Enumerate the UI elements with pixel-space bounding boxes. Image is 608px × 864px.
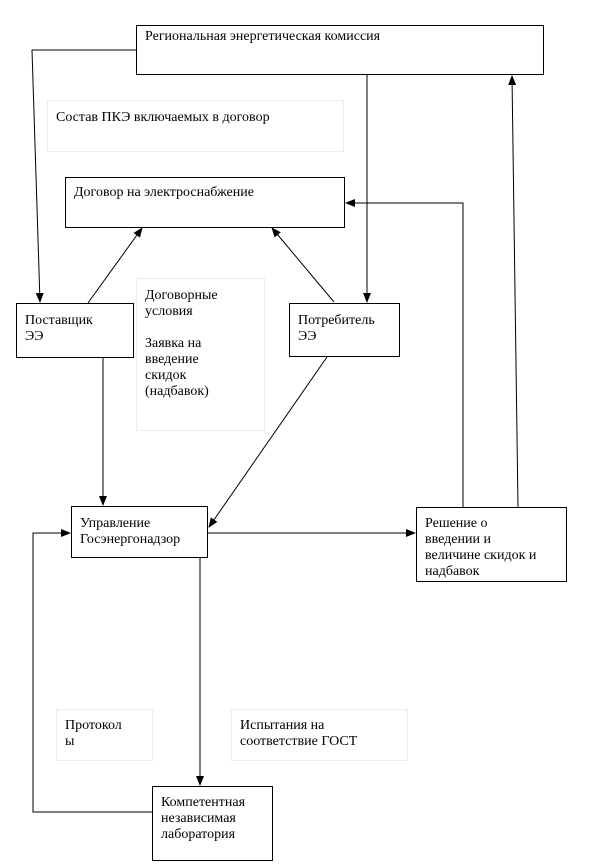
arrow-decision-to-contract <box>345 199 464 508</box>
supplier-box: Поставщик ЭЭ <box>16 303 134 358</box>
arrow-decision-to-rek <box>508 75 519 509</box>
contract-terms-note: Договорные условия Заявка на введение ск… <box>136 278 265 431</box>
arrow-lab-to-gosenergonadzor <box>32 529 152 813</box>
protocols-note: Протокол ы <box>56 709 153 761</box>
rek-box: Региональная энергетическая комиссия <box>136 25 544 75</box>
lab-box: Компетентная независимая лаборатория <box>152 786 273 861</box>
decision-box: Решение о введении и величине скидок и н… <box>416 507 567 582</box>
arrow-consumer-to-gosenergonadzor <box>208 356 328 528</box>
gost-note: Испытания на соответствие ГОСТ <box>231 709 408 761</box>
gosenergonadzor-box: Управление Госэнергонадзор <box>71 506 208 558</box>
arrow-rek-to-supplier <box>31 49 136 303</box>
pke-note: Состав ПКЭ включаемых в договор <box>47 100 344 152</box>
consumer-box: Потребитель ЭЭ <box>289 303 400 357</box>
contract-box: Договор на электроснабжение <box>65 177 345 228</box>
arrow-supplier-to-contract <box>87 227 143 304</box>
arrow-consumer-to-contract <box>271 227 335 303</box>
